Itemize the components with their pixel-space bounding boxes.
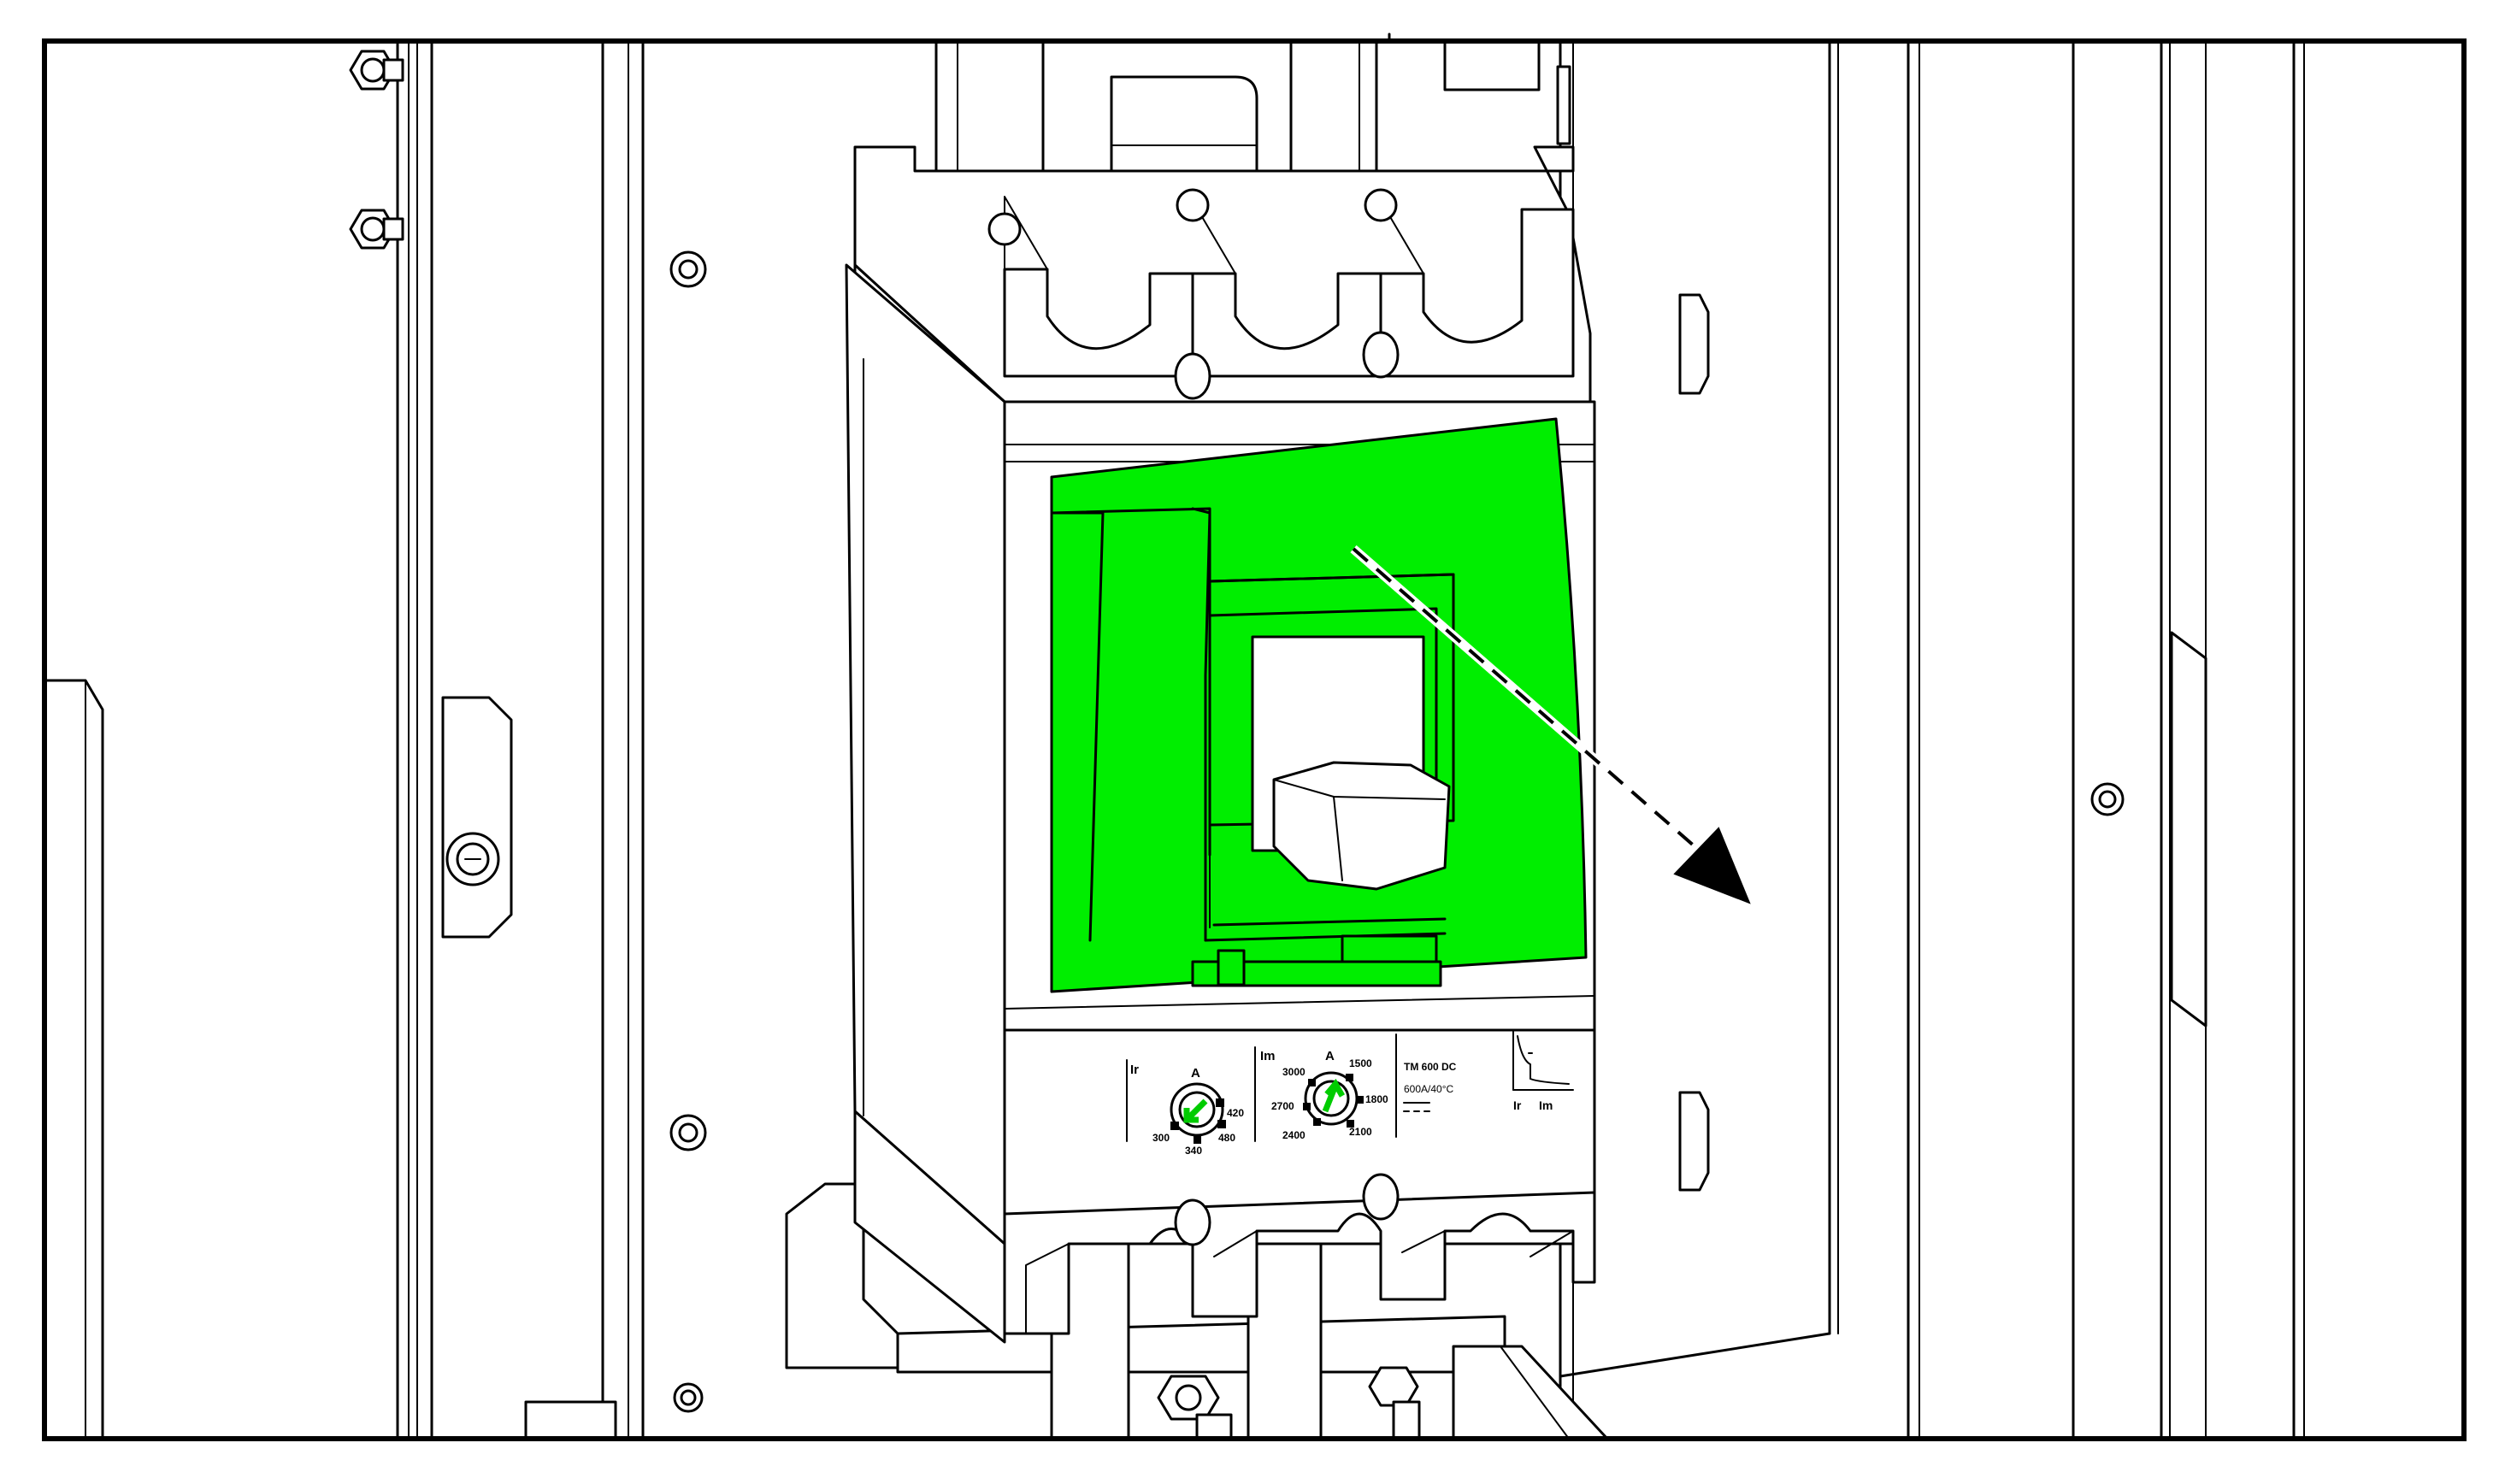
ir-dial-unit: A <box>1191 1066 1200 1081</box>
ir-tick-3: 420 <box>1227 1107 1244 1119</box>
ir-dial[interactable]: A 300 340 480 420 <box>1152 1066 1244 1157</box>
trip-unit: Ir Im A 300 340 480 420 A <box>1003 995 1596 1216</box>
removal-direction-arrow <box>1350 545 1751 904</box>
right-clips <box>1678 293 1710 1192</box>
im-tick-4: 2400 <box>1282 1129 1306 1141</box>
highlighted-front-cover <box>1050 417 1588 993</box>
im-tick-5: 2100 <box>1349 1126 1372 1138</box>
curve-icon: Ir Im <box>1512 1029 1574 1112</box>
panel-screws <box>669 250 707 1413</box>
im-tick-0: 3000 <box>1282 1066 1306 1078</box>
frame-border <box>42 38 2467 1441</box>
im-tick-1: 1500 <box>1349 1057 1372 1069</box>
dial-arrow-icon <box>1183 1098 1208 1123</box>
ir-tick-2: 480 <box>1218 1132 1235 1144</box>
left-bracket <box>43 679 104 1440</box>
left-mounting-plate <box>441 696 513 939</box>
dial-arrow-icon <box>1322 1078 1346 1113</box>
im-label: Im <box>1260 1049 1276 1063</box>
right-wall <box>1828 39 2305 1440</box>
left-nut-2 <box>349 209 404 250</box>
lower-busbars <box>524 1182 1609 1440</box>
ir-label: Ir <box>1130 1063 1139 1077</box>
circuit-breaker: Ir Im A 300 340 480 420 A <box>845 145 1596 1344</box>
bottom-terminal-block <box>853 1110 1596 1344</box>
left-rails <box>396 39 645 1440</box>
im-dial[interactable]: A 3000 1500 2700 1800 2400 2100 <box>1271 1049 1388 1141</box>
enclosure <box>43 32 2305 1440</box>
ir-tick-0: 300 <box>1152 1132 1170 1144</box>
model-label: TM 600 DC <box>1404 1061 1457 1073</box>
im-dial-unit: A <box>1325 1049 1335 1063</box>
curve-label-ir: Ir <box>1513 1098 1522 1112</box>
curve-label-im: Im <box>1539 1098 1553 1112</box>
ir-tick-1: 340 <box>1185 1145 1202 1157</box>
rating-label: 600A/40°C <box>1404 1083 1454 1095</box>
left-nut-1 <box>349 50 404 91</box>
im-tick-2: 2700 <box>1271 1100 1294 1112</box>
im-tick-3: 1800 <box>1365 1093 1388 1105</box>
